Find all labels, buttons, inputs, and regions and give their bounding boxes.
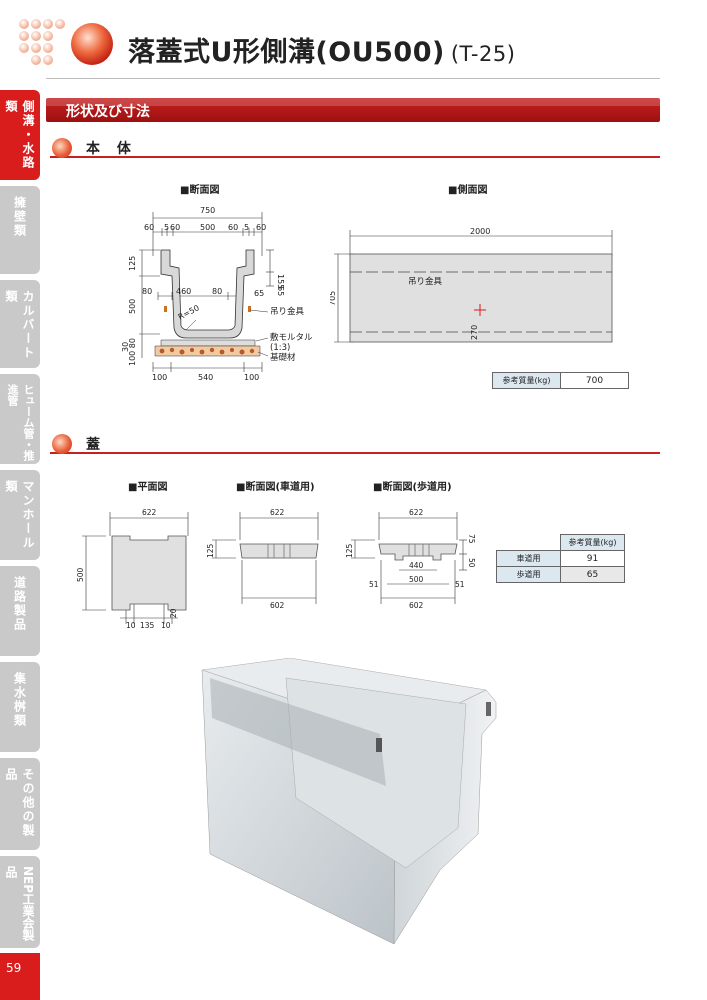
dim-walk-side: 51: [369, 580, 379, 589]
dim-length: 2000: [470, 227, 490, 236]
dim-top-part: 60: [228, 223, 238, 232]
subheading-lid: 蓋: [50, 432, 660, 454]
sidebar-tab-other-products[interactable]: その他の製品: [0, 758, 40, 850]
dim-inner-80: 80: [212, 287, 222, 296]
weight-value: 700: [560, 372, 629, 389]
cross-section-label: ■断面図: [180, 185, 220, 196]
plan-label: ■平面図: [128, 482, 168, 493]
subheading-lid-text: 蓋: [86, 437, 106, 453]
lid-weight-row-label: 歩道用: [496, 566, 561, 583]
dim-65: 65: [276, 286, 285, 296]
dim-bottom-part: 540: [198, 373, 213, 382]
note-hook: 吊り金具: [270, 306, 305, 317]
page-number: 59: [0, 953, 40, 1000]
lid-weight-row-value: 91: [560, 550, 625, 567]
lid-weight-row-label: 車道用: [496, 550, 561, 567]
dim-road-bottom: 602: [270, 601, 285, 610]
dim-walk-height: 125: [345, 543, 354, 558]
dim-top-part: 5: [164, 223, 169, 232]
dim-walk-50: 50: [467, 558, 476, 568]
subheading-body-text: 本 体: [86, 141, 137, 157]
dim-top: 750: [200, 206, 215, 215]
dim-hook-height: 270: [470, 325, 479, 340]
sidebar-tab-manhole[interactable]: マンホール類: [0, 470, 40, 560]
section-title: 形状及び寸法: [66, 104, 150, 120]
body-weight-table: 参考質量(kg) 700: [492, 372, 629, 389]
body-cross-section-drawing: 750 60 5 60 500 60 5 60 125 500 30 100 8…: [121, 206, 313, 382]
walk-section-label: ■断面図(歩道用): [373, 482, 452, 493]
dim-plan-notch-side: 10: [126, 621, 136, 630]
dim-plan-height: 500: [76, 567, 85, 582]
body-side-view-drawing: 2000 705 270 吊り金具: [330, 227, 613, 343]
bullet-icon: [52, 138, 72, 158]
dim-top-part: 500: [200, 223, 215, 232]
lid-weight-header: 参考質量(kg): [560, 534, 625, 551]
dim-65: 65: [254, 289, 264, 298]
page-title: 落蓋式U形側溝(OU500)(T-25): [128, 37, 516, 68]
weight-label: 参考質量(kg): [492, 372, 561, 389]
sidebar-tab-catch-basin[interactable]: 集水桝類: [0, 662, 40, 752]
dim-top-part: 60: [256, 223, 266, 232]
dim-30: 30: [121, 342, 130, 352]
note-base: 基礎材: [270, 352, 296, 363]
subheading-body: 本 体: [50, 136, 660, 158]
dim-walk-inner: 440: [409, 561, 424, 570]
dim-bottom-part: 100: [244, 373, 259, 382]
dim-500: 500: [128, 299, 137, 314]
sidebar-tab-retaining-wall[interactable]: 擁壁類: [0, 186, 40, 274]
dim-walk-top: 622: [409, 508, 424, 517]
dim-bottom-part: 100: [152, 373, 167, 382]
dim-top-part: 60: [144, 223, 154, 232]
product-photo: [201, 658, 497, 945]
lid-plan-drawing: 622 500 10 135 10 20: [76, 508, 189, 630]
dim-top-part: 5: [244, 223, 249, 232]
note-mortar: 敷モルタル: [270, 332, 313, 343]
sidebar-tab-culvert[interactable]: カルバート類: [0, 280, 40, 368]
page-title-suffix: (T-25): [450, 42, 516, 66]
dim-road-height: 125: [206, 543, 215, 558]
dim-walk-75: 75: [467, 534, 476, 544]
dim-125: 125: [128, 256, 137, 271]
sidebar-tab-channel[interactable]: 側溝・水路類: [0, 90, 40, 180]
sidebar-tab-nep-products[interactable]: NEP工業会製品: [0, 856, 40, 948]
note-side-hook: 吊り金具: [408, 276, 443, 287]
dim-top-part: 60: [170, 223, 180, 232]
dim-height: 705: [330, 291, 337, 306]
brand-logo: [19, 19, 113, 65]
dim-walk-span: 500: [409, 575, 424, 584]
header-divider: [46, 78, 660, 79]
dim-plan-notch-width: 135: [140, 621, 155, 630]
note-mortar-ratio: (1:3): [270, 343, 290, 353]
dim-inner-80: 80: [142, 287, 152, 296]
lid-weight-row-value: 65: [560, 566, 625, 583]
dim-plan-width: 622: [142, 508, 157, 517]
lid-road-section-drawing: 622 125 602: [206, 508, 319, 610]
dim-plan-notch-depth: 20: [169, 608, 178, 618]
road-section-label: ■断面図(車道用): [236, 482, 315, 493]
lid-walk-section-drawing: 622 125 75 50 440 500 51 51 602: [345, 508, 476, 610]
dim-road-top: 622: [270, 508, 285, 517]
dim-plan-notch-side: 10: [161, 621, 171, 630]
side-view-label: ■側面図: [448, 185, 488, 196]
dim-100-80: 100 80: [128, 338, 137, 366]
dim-155: 155: [276, 274, 285, 289]
dim-walk-bottom: 602: [409, 601, 424, 610]
section-bar: 形状及び寸法: [46, 98, 660, 122]
dim-walk-side: 51: [455, 580, 465, 589]
lid-weight-table: 参考質量(kg) 車道用 91 歩道用 65: [496, 534, 625, 583]
sidebar-tab-road-products[interactable]: 道路製品: [0, 566, 40, 656]
dim-inner-460: 460: [176, 287, 191, 296]
sidebar-tab-hume-pipe[interactable]: ヒューム管・推進管: [0, 374, 40, 464]
bullet-icon: [52, 434, 72, 454]
